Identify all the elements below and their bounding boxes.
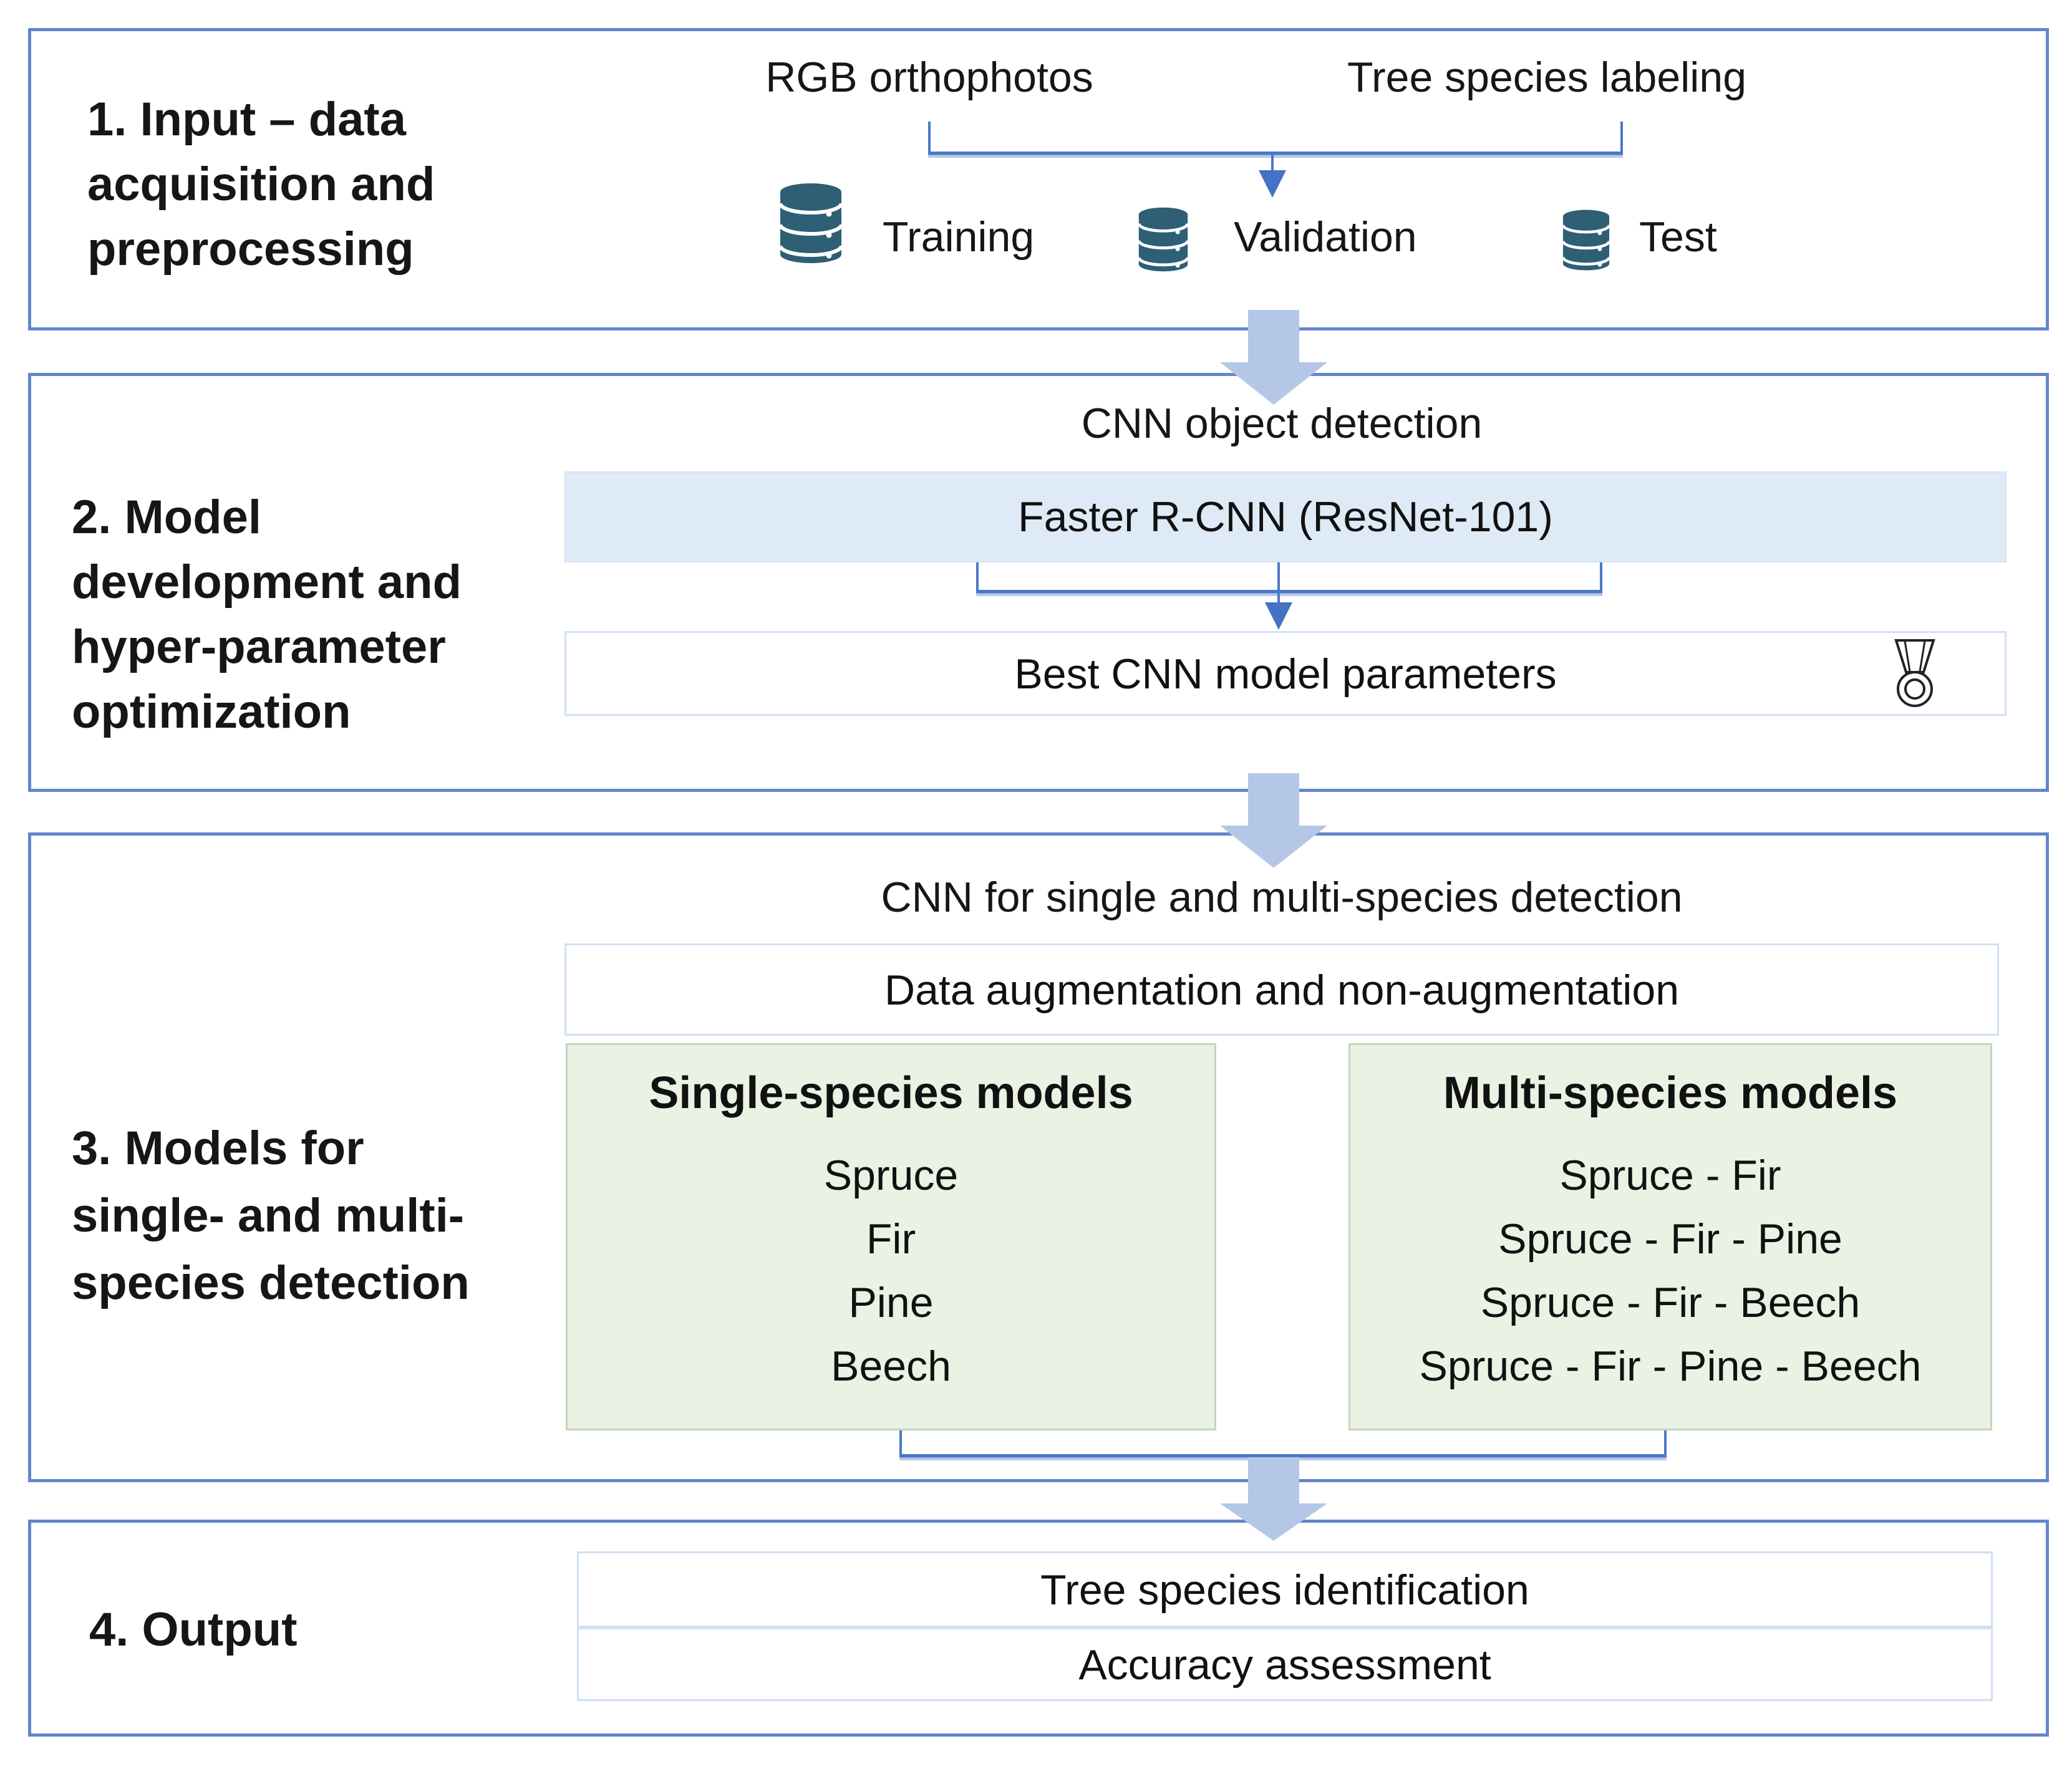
species-item: Spruce - Fir	[1559, 1152, 1781, 1199]
species-item: Spruce - Fir - Beech	[1480, 1279, 1861, 1326]
section-label-line: acquisition and	[87, 158, 435, 211]
down-arrowhead-icon	[1265, 602, 1292, 630]
section-label-line: 2. Model	[72, 491, 262, 544]
best-parameters-box: Best CNN model parameters	[564, 631, 2007, 716]
tree-species-identification-box: Tree species identification	[577, 1551, 1993, 1627]
faster-rcnn-box: Faster R-CNN (ResNet-101)	[564, 471, 2007, 562]
augmentation-label: Data augmentation and non-augmentation	[884, 967, 1680, 1014]
tree-species-labeling-label: Tree species labeling	[1347, 54, 1747, 101]
accuracy-assessment-box: Accuracy assessment	[577, 1627, 1993, 1701]
merge-connector-right	[1664, 1430, 1667, 1458]
section-1-label: 1. Input – data acquisition and preproce…	[87, 87, 435, 282]
section-label-line: single- and multi-	[72, 1189, 465, 1242]
augmentation-box: Data augmentation and non-augmentation	[564, 943, 1999, 1036]
section-1-input: 1. Input – data acquisition and preproce…	[28, 28, 2049, 330]
multi-species-box: Multi-species models Spruce - Fir Spruce…	[1348, 1043, 1992, 1430]
database-icon	[777, 179, 845, 268]
down-block-arrow-icon	[1220, 310, 1327, 408]
validation-dataset-label: Validation	[1234, 213, 1417, 261]
species-item: Spruce - Fir - Pine	[1498, 1215, 1842, 1263]
faster-rcnn-label: Faster R-CNN (ResNet-101)	[1018, 493, 1553, 541]
section-3-label: 3. Models for single- and multi- species…	[72, 1115, 470, 1317]
section-4-output: 4. Output Tree species identification Ac…	[28, 1520, 2049, 1737]
species-item: Pine	[848, 1279, 934, 1326]
rgb-orthophotos-label: RGB orthophotos	[765, 54, 1093, 101]
merge-connector-bar	[928, 152, 1623, 158]
merge-connector-right	[1620, 122, 1623, 153]
down-block-arrow-icon	[1220, 1457, 1327, 1544]
down-block-arrow-icon	[1220, 773, 1327, 871]
training-dataset-label: Training	[883, 213, 1035, 261]
merge-connector-left	[928, 122, 931, 153]
section-2-label: 2. Model development and hyper-parameter…	[72, 485, 462, 745]
section-3-species-models: 3. Models for single- and multi- species…	[28, 832, 2049, 1482]
cnn-species-detection-heading: CNN for single and multi-species detecti…	[881, 874, 1683, 921]
section-label-line: species detection	[72, 1256, 470, 1309]
accuracy-assessment-label: Accuracy assessment	[1078, 1641, 1491, 1689]
tree-species-identification-label: Tree species identification	[1040, 1566, 1529, 1614]
section-label-line: optimization	[72, 685, 351, 738]
section-label-line: 1. Input – data	[87, 93, 406, 146]
species-item: Fir	[866, 1215, 916, 1263]
section-label-line: 3. Models for	[72, 1122, 364, 1175]
merge-connector-stem	[1277, 562, 1280, 606]
best-parameters-label: Best CNN model parameters	[1014, 650, 1557, 698]
database-icon	[1557, 207, 1615, 273]
section-2-model-development: 2. Model development and hyper-parameter…	[28, 373, 2049, 792]
cnn-object-detection-heading: CNN object detection	[1081, 400, 1483, 447]
section-label-line: preprocessing	[87, 223, 414, 276]
merge-connector-bar	[976, 590, 1602, 596]
section-label-line: hyper-parameter	[72, 620, 446, 673]
section-label-line: development and	[72, 556, 462, 609]
merge-connector-left	[976, 562, 979, 592]
merge-connector-left	[899, 1430, 902, 1458]
single-species-title: Single-species models	[649, 1068, 1133, 1118]
merge-connector-right	[1600, 562, 1602, 592]
down-arrowhead-icon	[1259, 170, 1286, 198]
multi-species-title: Multi-species models	[1443, 1068, 1898, 1118]
species-item: Beech	[831, 1343, 951, 1390]
section-4-label: 4. Output	[89, 1598, 298, 1662]
species-item: Spruce - Fir - Pine - Beech	[1419, 1343, 1922, 1390]
species-item: Spruce	[823, 1152, 959, 1199]
medal-icon	[1884, 639, 1946, 708]
merge-connector-stem	[1271, 154, 1274, 175]
database-icon	[1133, 205, 1193, 274]
section-label-line: 4. Output	[89, 1603, 298, 1656]
single-species-box: Single-species models Spruce Fir Pine Be…	[566, 1043, 1216, 1430]
test-dataset-label: Test	[1639, 213, 1717, 261]
